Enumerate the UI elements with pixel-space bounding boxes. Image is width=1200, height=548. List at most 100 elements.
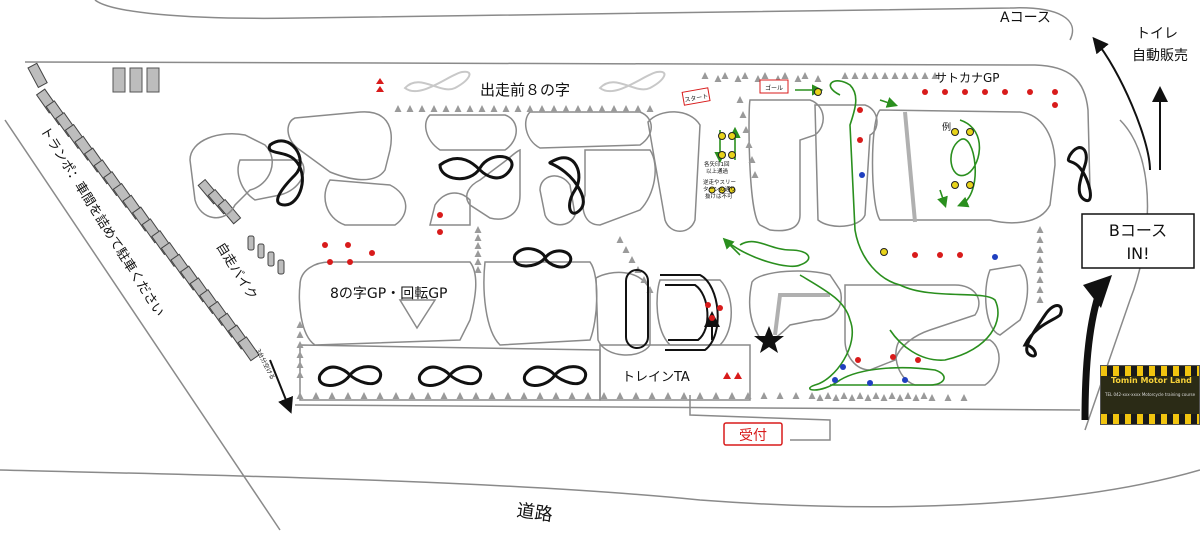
pylon xyxy=(714,75,722,82)
pylon xyxy=(751,171,759,178)
pylon xyxy=(760,392,768,399)
pylon xyxy=(1036,276,1044,283)
pylon xyxy=(832,394,840,401)
pylon xyxy=(646,105,654,112)
sasakana-gp-label: サトカナGP xyxy=(935,71,1000,85)
logo-subtitle: TEL 042-xxx-xxxx Motorcycle training cou… xyxy=(1105,392,1196,397)
pylon xyxy=(781,72,789,79)
train-ta-track xyxy=(625,269,720,351)
pylon xyxy=(454,105,462,112)
pre-run-eights xyxy=(403,70,666,93)
eight-rotation-gp-label: 8の字GP・回転GP xyxy=(330,286,448,302)
pylon xyxy=(744,392,752,399)
pylon xyxy=(904,392,912,399)
pylon xyxy=(896,394,904,401)
pylon xyxy=(610,105,618,112)
pylon xyxy=(861,72,869,79)
pylon xyxy=(648,392,656,399)
track-islands xyxy=(189,99,1056,441)
pylon xyxy=(502,105,510,112)
figure-eight-loops xyxy=(267,139,1092,387)
goal-box xyxy=(759,79,789,94)
pylon xyxy=(872,392,880,399)
svg-text:抜けは不可: 抜けは不可 xyxy=(705,192,733,200)
pylon xyxy=(944,394,952,401)
pylon xyxy=(664,392,672,399)
pylon xyxy=(748,156,756,163)
pylon xyxy=(628,256,636,263)
pylon xyxy=(552,392,560,399)
red-cone xyxy=(345,242,351,248)
pylon xyxy=(881,72,889,79)
pylon xyxy=(1036,286,1044,293)
pylon xyxy=(931,72,939,79)
gray-guides xyxy=(773,111,917,336)
goal-label: ゴール xyxy=(765,84,783,92)
pylon xyxy=(622,246,630,253)
start-box xyxy=(681,87,711,106)
bike-slots xyxy=(197,178,285,275)
direction-arrows xyxy=(269,36,1168,414)
a-course-label: Aコース xyxy=(1000,10,1051,26)
red-cone xyxy=(922,89,928,95)
red-cone xyxy=(982,89,988,95)
b-course-entry-arrow xyxy=(1081,288,1104,421)
pylon xyxy=(851,72,859,79)
pylon xyxy=(728,392,736,399)
cones-yellow xyxy=(708,88,974,256)
pylon xyxy=(739,111,747,118)
pre-run-eight-label: 出走前８の字 xyxy=(480,81,570,99)
note-reverse: 逆走やスリー ターンの通り 抜けは不可 xyxy=(703,178,736,200)
pylon xyxy=(891,72,899,79)
red-cone xyxy=(322,242,328,248)
red-cone xyxy=(717,305,723,311)
red-cone xyxy=(957,252,963,258)
pylon xyxy=(406,105,414,112)
red-cone xyxy=(1052,102,1058,108)
pylon xyxy=(761,72,769,79)
pylon xyxy=(920,392,928,399)
pylon xyxy=(928,394,936,401)
note-arrows: 各矢印1回 以上通過 xyxy=(704,160,730,175)
pylon xyxy=(696,392,704,399)
red-cone xyxy=(962,89,968,95)
red-cone xyxy=(705,302,711,308)
pylon xyxy=(712,392,720,399)
pylon xyxy=(741,72,749,79)
pylon xyxy=(584,392,592,399)
pylon xyxy=(801,72,809,79)
pylon xyxy=(586,105,594,112)
cones-blue xyxy=(832,172,998,386)
pylon xyxy=(568,392,576,399)
red-cone xyxy=(369,250,375,256)
pylon xyxy=(474,234,482,241)
pylon xyxy=(1036,256,1044,263)
reception-label: 受付 xyxy=(739,428,767,444)
pylon xyxy=(472,392,480,399)
pylon xyxy=(816,394,824,401)
red-cone xyxy=(327,259,333,265)
pylon xyxy=(808,392,816,399)
svg-text:逆走やスリー: 逆走やスリー xyxy=(703,178,736,186)
pylon xyxy=(921,72,929,79)
pylon xyxy=(640,276,648,283)
transport-parking-slots xyxy=(27,62,260,362)
pylon xyxy=(794,75,802,82)
pylon xyxy=(424,392,432,399)
example-label: 例 xyxy=(942,121,951,133)
pylon xyxy=(408,392,416,399)
red-cone xyxy=(437,212,443,218)
pylon xyxy=(848,394,856,401)
pylon xyxy=(562,105,570,112)
pylon xyxy=(745,141,753,148)
b-in-label: IN! xyxy=(1126,244,1149,263)
pylon xyxy=(888,392,896,399)
pylon xyxy=(514,105,522,112)
pylon xyxy=(550,105,558,112)
pylon xyxy=(296,331,304,338)
vending-label: 自動販売 xyxy=(1132,48,1188,64)
pylon xyxy=(394,105,402,112)
site-boundary xyxy=(0,0,1200,531)
pylon xyxy=(474,258,482,265)
